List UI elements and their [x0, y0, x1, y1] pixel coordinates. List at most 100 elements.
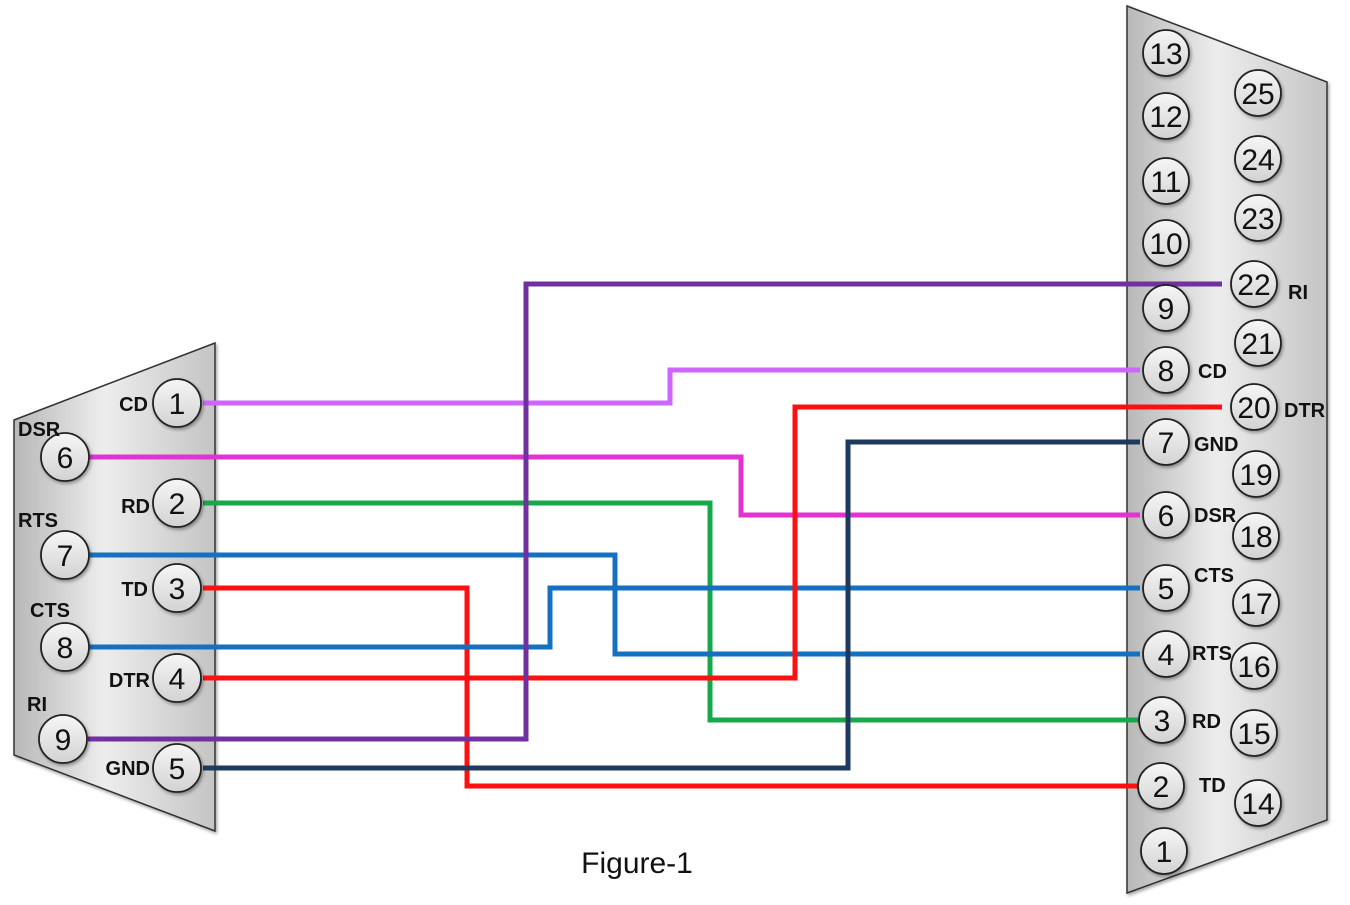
db25-pin-number: 20: [1237, 392, 1270, 425]
db25-pin: 2: [1137, 762, 1185, 810]
db9-pin: 1: [152, 378, 202, 428]
db25-label: CD: [1198, 361, 1227, 383]
wire-dsr: [90, 454, 1140, 518]
db25-pin-number: 3: [1154, 705, 1171, 738]
db9-pin: 2: [152, 478, 202, 528]
db25-label: CTS: [1194, 565, 1234, 587]
db25-label: DSR: [1194, 505, 1237, 527]
db9-pin-number: 7: [57, 540, 74, 573]
db25-pin-number: 2: [1153, 771, 1170, 804]
db25-label: TD: [1199, 775, 1226, 797]
db9-labels: CD DSR RD RTS TD CTS DTR RI GND: [18, 394, 151, 780]
db9-pin: 7: [40, 530, 90, 580]
db9-pin-number: 5: [169, 753, 186, 786]
db9-label: GND: [106, 758, 150, 780]
db9-pin-number: 8: [57, 632, 74, 665]
db25-pin: 16: [1230, 642, 1278, 690]
db9-label: DSR: [18, 419, 61, 441]
db9-pin-number: 9: [55, 724, 72, 757]
db25-label: RI: [1288, 282, 1308, 304]
db25-pin-number: 12: [1149, 101, 1182, 134]
db9-pin: 3: [152, 563, 202, 613]
db9-pin-number: 6: [57, 442, 74, 475]
wire-ri: [88, 281, 1222, 742]
db25-pin-number: 25: [1241, 78, 1274, 111]
wires: [88, 281, 1222, 789]
db25-pin-number: 11: [1150, 166, 1181, 199]
db25-pin-number: 5: [1158, 573, 1175, 606]
wire-cd: [203, 367, 1140, 406]
db9-pin-number: 2: [169, 488, 186, 521]
db25-pin: 14: [1234, 779, 1282, 827]
db9-label: RD: [121, 496, 150, 518]
db25-pin: 19: [1232, 450, 1280, 498]
db25-pin-number: 13: [1149, 38, 1182, 71]
db25-pin: 13: [1142, 29, 1190, 77]
db9-pin-number: 4: [169, 663, 186, 696]
db25-pin-number: 16: [1237, 651, 1270, 684]
db25-pin: 24: [1234, 135, 1282, 183]
db25-pin: 1: [1140, 827, 1188, 875]
wire-rd: [203, 500, 1138, 723]
db25-pin-number: 4: [1158, 639, 1175, 672]
db25-pin-number: 22: [1237, 269, 1270, 302]
wire-gnd: [203, 439, 1140, 771]
db25-labels: RI CD DTR GND DSR CTS RTS RD TD: [1192, 282, 1326, 797]
db25-pin-number: 6: [1158, 500, 1175, 533]
db25-pin: 15: [1230, 709, 1278, 757]
db25-label: RD: [1192, 711, 1221, 733]
db9-pin: 4: [152, 653, 202, 703]
db25-pin-number: 19: [1239, 459, 1272, 492]
db9-pin-number: 3: [169, 573, 186, 606]
db25-pin: 9: [1142, 284, 1190, 332]
db25-pin-number: 18: [1239, 521, 1272, 554]
db25-pin: 4: [1142, 630, 1190, 678]
db25-pins: 13 25 12 24 11 23 10 22 9 21 8 20 7 19 6…: [1137, 29, 1282, 875]
db25-pin: 22: [1230, 260, 1278, 308]
db25-pin-number: 24: [1241, 144, 1274, 177]
db25-pin-number: 1: [1156, 836, 1173, 869]
db25-pin-number: 10: [1149, 228, 1182, 261]
db25-pin: 7: [1142, 418, 1190, 466]
db25-pin: 5: [1142, 564, 1190, 612]
wire-dtr: [203, 404, 1222, 681]
db9-pin: 8: [40, 622, 90, 672]
db25-pin-number: 8: [1158, 355, 1175, 388]
db25-label: DTR: [1284, 400, 1326, 422]
db25-pin: 23: [1234, 194, 1282, 242]
db25-pin-number: 14: [1241, 788, 1274, 821]
db25-pin: 6: [1142, 491, 1190, 539]
db25-pin: 10: [1142, 219, 1190, 267]
db9-pins: 1 6 2 7 3 8 4 9: [38, 378, 202, 793]
wire-rts-to-cts: [90, 552, 1140, 657]
db9-label: CTS: [30, 600, 70, 622]
db9-label: RI: [27, 694, 47, 716]
db9-label: RTS: [18, 510, 58, 532]
db9-label: CD: [119, 394, 148, 416]
db9-label: DTR: [109, 670, 151, 692]
figure-caption: Figure-1: [581, 847, 693, 880]
db25-pin: 8: [1142, 346, 1190, 394]
db25-pin: 21: [1234, 319, 1282, 367]
db25-pin: 25: [1234, 69, 1282, 117]
db25-pin: 12: [1142, 92, 1190, 140]
db9-label: TD: [121, 579, 148, 601]
db25-pin-number: 23: [1241, 203, 1274, 236]
db25-pin-number: 7: [1158, 427, 1175, 460]
db25-label: RTS: [1192, 643, 1232, 665]
db25-pin: 11: [1142, 157, 1190, 205]
db9-pin: 5: [152, 743, 202, 793]
db9-pin: 9: [38, 714, 88, 764]
wire-cts-to-rts: [90, 585, 1140, 650]
db25-pin: 18: [1232, 512, 1280, 560]
db25-pin-number: 17: [1239, 588, 1272, 621]
db9-pin: 6: [40, 432, 90, 482]
db9-pin-number: 1: [169, 388, 186, 421]
wire-td: [203, 585, 1138, 789]
db25-pin-number: 9: [1158, 293, 1175, 326]
db25-pin-number: 15: [1237, 718, 1270, 751]
db25-label: GND: [1194, 434, 1238, 456]
db25-pin: 17: [1232, 579, 1280, 627]
db25-pin: 3: [1138, 696, 1186, 744]
